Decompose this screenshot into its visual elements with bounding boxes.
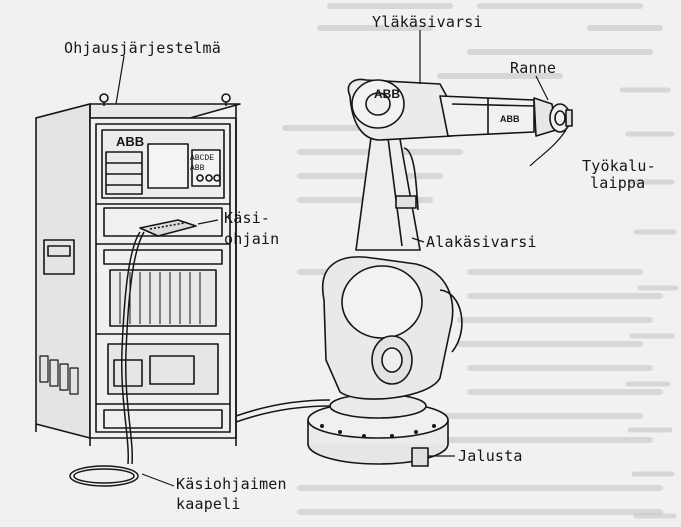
label-control-system-text: Ohjausjärjestelmä <box>64 39 221 57</box>
label-tool-flange-line1: Työkalu- <box>582 157 656 175</box>
panel-text-2: ABB <box>190 164 205 173</box>
label-control-system: Ohjausjärjestelmä <box>64 40 221 57</box>
label-wrist-text: Ranne <box>510 59 557 77</box>
leader-tool-flange <box>529 129 567 167</box>
label-upper-arm: Yläkäsivarsi <box>372 14 483 31</box>
background-text-lines <box>282 3 663 515</box>
label-pendant-cable-line2: kaapeli <box>176 495 241 513</box>
leader-teach-pendant <box>197 219 219 225</box>
label-tool-flange-line2: laippa <box>590 174 646 192</box>
label-pendant-cable-line1: Käsiohjaimen <box>176 475 287 493</box>
right-margin-text <box>619 87 679 519</box>
label-teach-pendant-line1: Käsi- <box>224 209 271 227</box>
label-teach-pendant-line2: ohjain <box>224 230 280 248</box>
leader-lower-arm <box>411 237 425 243</box>
upper-arm-logo: ABB <box>374 87 400 101</box>
robot <box>307 78 573 467</box>
label-lower-arm: Alakäsivarsi <box>426 234 537 251</box>
label-teach-pendant: Käsi- ohjain <box>224 210 279 248</box>
leader-control-system <box>115 55 125 105</box>
label-upper-arm-text: Yläkäsivarsi <box>372 13 483 31</box>
connection-cable <box>235 399 331 423</box>
label-base: Jalusta <box>458 448 523 465</box>
leader-wrist <box>535 75 549 101</box>
leader-pendant-cable <box>141 473 175 487</box>
pendant-cable <box>69 231 145 487</box>
cabinet-logo: ABB <box>116 134 144 149</box>
leader-lines <box>115 30 567 487</box>
forearm-logo: ABB <box>500 114 520 124</box>
panel-text-1: ABCDE <box>190 154 214 163</box>
label-lower-arm-text: Alakäsivarsi <box>426 233 537 251</box>
label-base-text: Jalusta <box>458 447 523 465</box>
label-pendant-cable: Käsiohjaimen kaapeli <box>176 476 287 513</box>
label-wrist: Ranne <box>510 60 556 77</box>
label-tool-flange: Työkalu- laippa <box>582 158 656 192</box>
control-cabinet <box>35 93 241 446</box>
